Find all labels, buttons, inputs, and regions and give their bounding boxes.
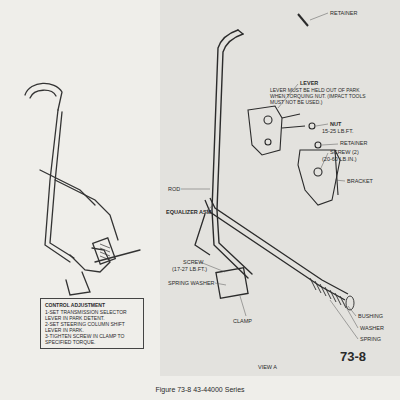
part-label: RETAINER — [340, 140, 367, 146]
spring-coil — [310, 278, 354, 310]
page-number: 73-8 — [340, 350, 366, 365]
adjustment-box: CONTROL ADJUSTMENT1-SET TRANSMISSION SEL… — [40, 298, 144, 349]
part-label: SCREW (2) — [330, 149, 359, 155]
part-label: SPRING — [360, 336, 381, 342]
part-label: WASHER — [360, 325, 384, 331]
lever-assembly — [248, 14, 321, 155]
equalizer-shaft — [195, 198, 348, 300]
shaded-panel — [160, 0, 400, 376]
part-label: (20-60 LB.IN.) — [322, 156, 357, 162]
part-label: BUSHING — [358, 313, 383, 319]
instruction-step: 3-TIGHTEN SCREW IN CLAMP TO SPECIFIED TO… — [45, 333, 139, 345]
part-label: SPRING WASHER — [168, 280, 215, 286]
instruction-step: 2-SET STEERING COLUMN SHIFT LEVER IN PAR… — [45, 321, 139, 333]
box-heading: CONTROL ADJUSTMENT — [45, 302, 139, 308]
leader-lines — [181, 13, 358, 339]
warning-note: LEVER MUST BE HELD OUT OF PARK WHEN TORQ… — [270, 88, 366, 105]
main-rod — [212, 30, 252, 278]
part-label: LEVER — [300, 80, 318, 86]
left-sketch — [25, 83, 140, 295]
instruction-step: 1-SET TRANSMISSION SELECTOR LEVER IN PAR… — [45, 309, 139, 321]
part-label: NUT — [330, 121, 341, 127]
part-label: SCREW — [183, 259, 203, 265]
part-label: EQUALIZER ASM — [166, 209, 211, 215]
figure-caption: Figure 73-8 43-44000 Series — [0, 386, 400, 393]
part-label: CLAMP — [233, 318, 252, 324]
part-label: BRACKET — [347, 178, 373, 184]
part-label: ROD — [168, 186, 180, 192]
left-coil — [100, 244, 110, 260]
part-label: VIEW A — [258, 364, 277, 370]
part-label: (17-27 LB.FT.) — [172, 266, 207, 272]
part-label: RETAINER — [330, 10, 357, 16]
part-label: 15-25 LB.FT. — [322, 128, 354, 134]
